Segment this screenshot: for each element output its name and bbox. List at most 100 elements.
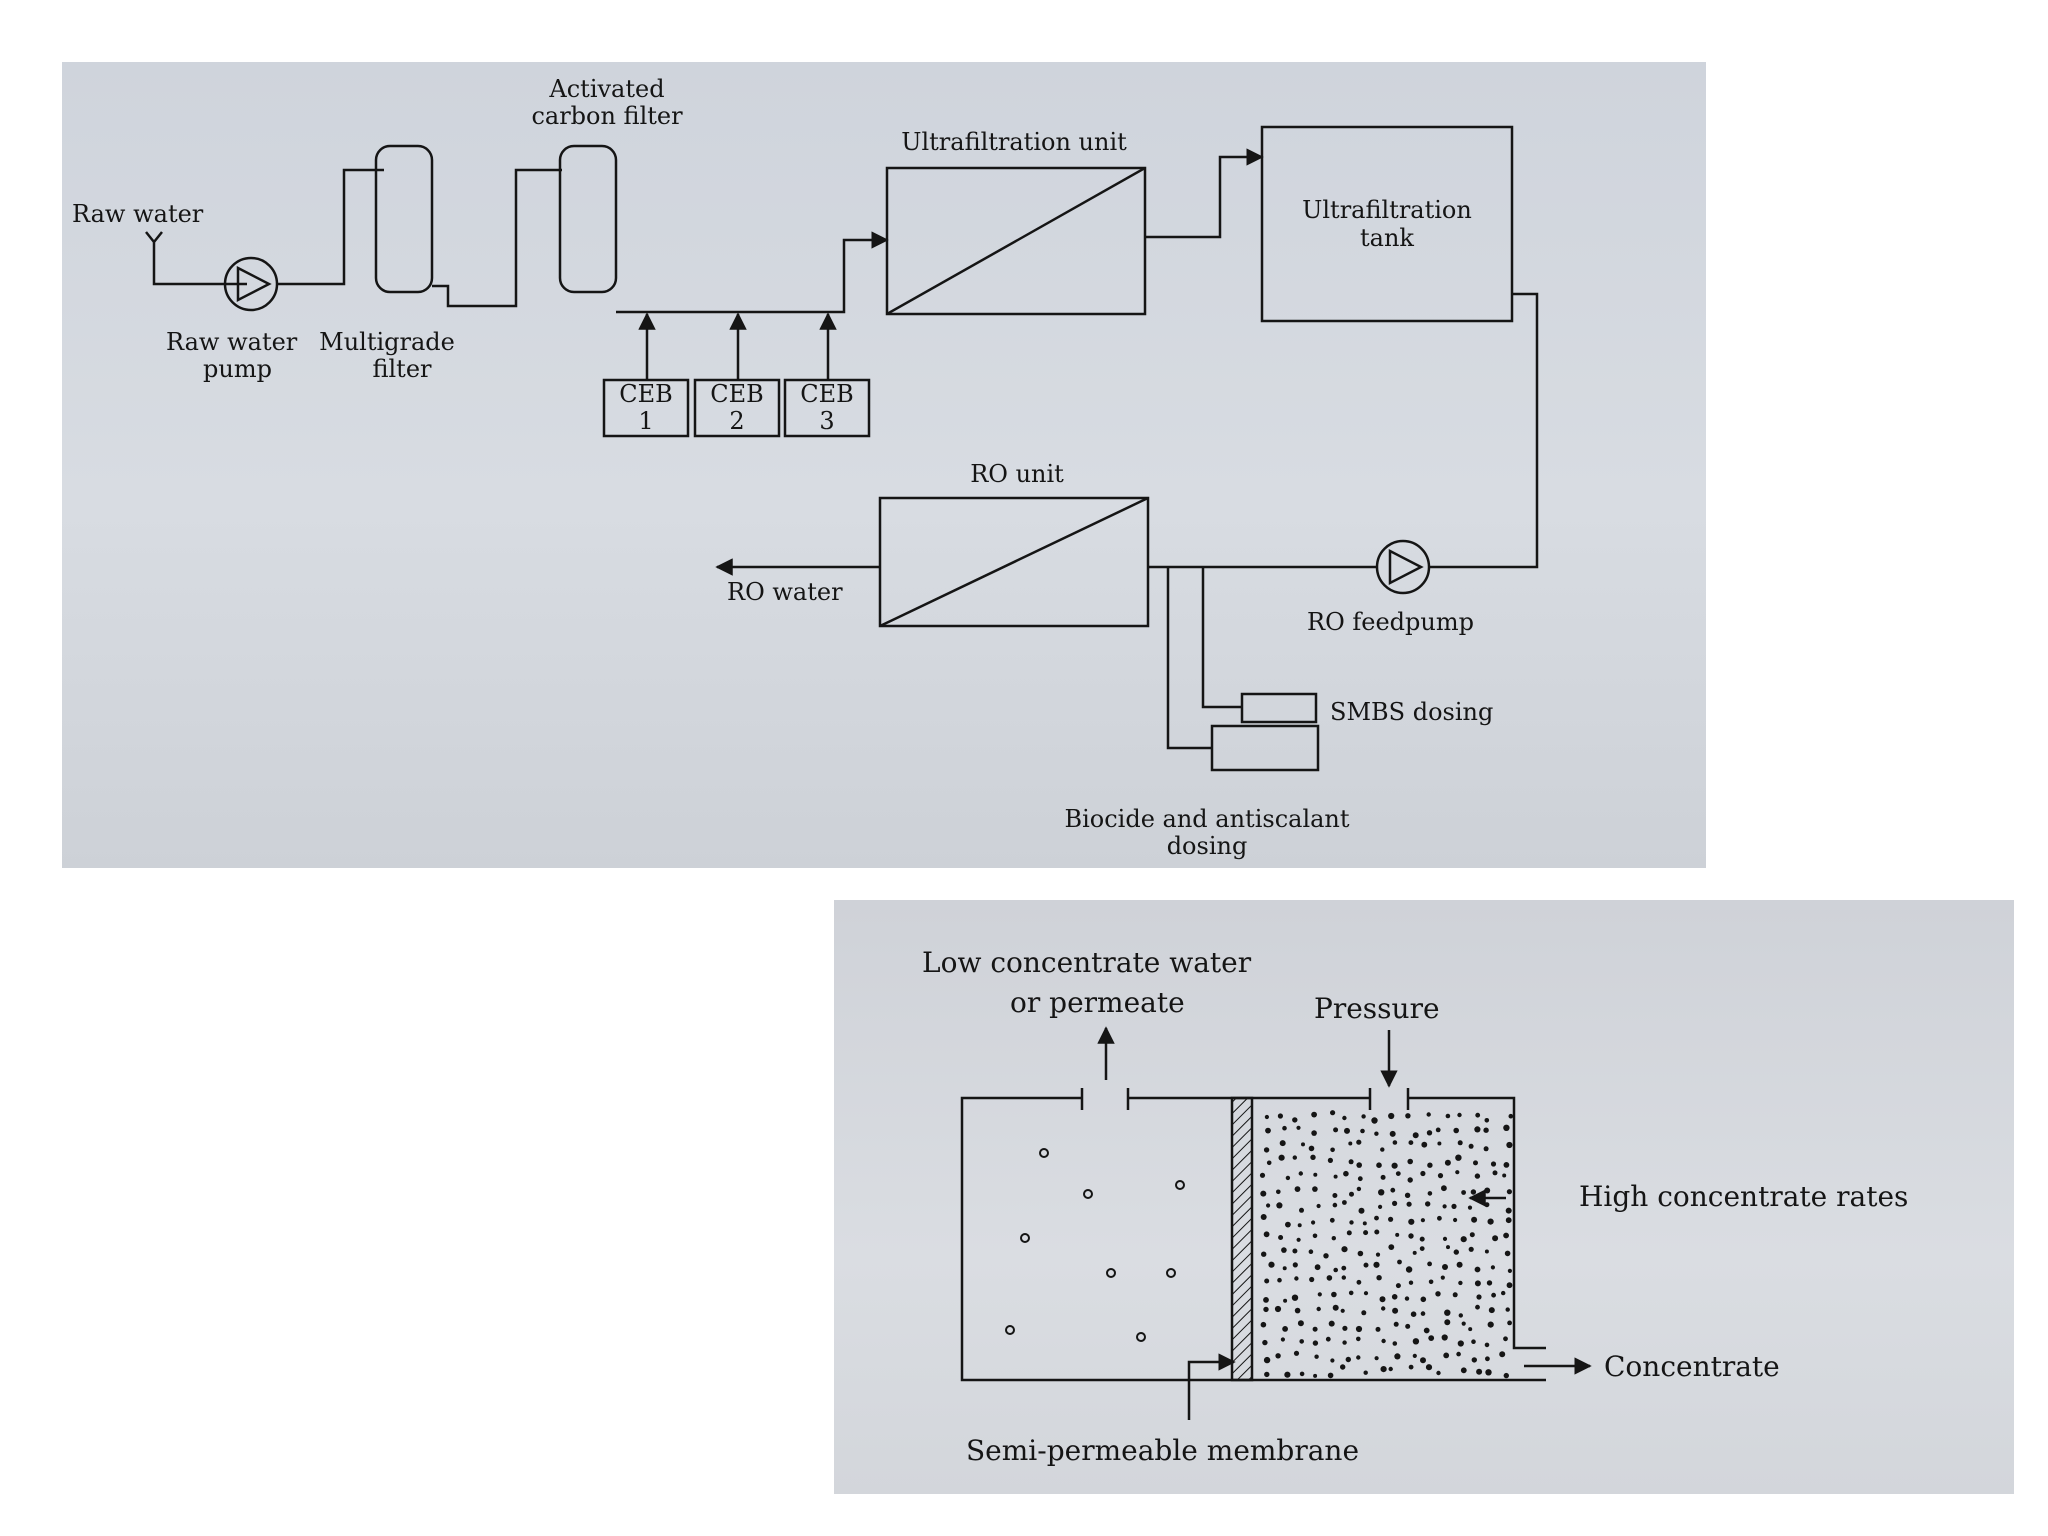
concentrate-dot — [1343, 1170, 1349, 1177]
concentrate-dot — [1442, 1264, 1448, 1270]
concentrate-dot — [1444, 1319, 1451, 1326]
concentrate-dot — [1331, 1236, 1336, 1241]
concentrate-dot — [1328, 1320, 1335, 1327]
concentrate-dot — [1333, 1127, 1339, 1133]
multigrade-filter-vessel — [374, 144, 434, 294]
concentrate-dot — [1285, 1175, 1291, 1181]
concentrate-dot — [1268, 1261, 1275, 1268]
concentrate-dot — [1453, 1127, 1459, 1134]
concentrate-dot — [1292, 1262, 1298, 1268]
concentrate-dot — [1391, 1162, 1398, 1169]
concentrate-dot — [1446, 1245, 1450, 1250]
concentrate-dot — [1408, 1364, 1414, 1370]
concentrate-dot — [1282, 1266, 1287, 1271]
concentrate-dot — [1313, 1172, 1318, 1177]
concentrate-dot — [1435, 1127, 1441, 1133]
concentrate-dot — [1325, 1336, 1331, 1342]
concentrate-dot — [1363, 1370, 1368, 1375]
concentrate-dot — [1312, 1186, 1318, 1192]
label-biocide-dosing-1: Biocide and antiscalant — [1064, 805, 1349, 833]
concentrate-dot — [1392, 1307, 1399, 1314]
concentrate-dot — [1483, 1127, 1489, 1133]
concentrate-dot — [1507, 1268, 1512, 1273]
concentrate-dot — [1503, 1232, 1509, 1239]
concentrate-dot — [1363, 1230, 1369, 1236]
concentrate-dot — [1407, 1177, 1413, 1183]
concentrate-dot — [1264, 1278, 1270, 1284]
concentrate-dot — [1265, 1127, 1271, 1134]
concentrate-dot — [1298, 1171, 1303, 1176]
concentrate-dot — [1484, 1187, 1491, 1194]
label-ceb-2-num: 2 — [729, 407, 744, 435]
concentrate-dot — [1326, 1275, 1333, 1281]
concentrate-dot — [1490, 1265, 1495, 1270]
concentrate-dot — [1476, 1368, 1483, 1375]
label-ro-unit: RO unit — [970, 460, 1064, 488]
concentrate-particles — [1259, 1110, 1514, 1379]
label-ro-feedpump: RO feedpump — [1307, 608, 1474, 636]
ultrafiltration-unit-box — [885, 166, 1147, 316]
label-ceb-3-top: CEB — [800, 380, 854, 408]
concentrate-dot — [1444, 1309, 1451, 1316]
concentrate-dot — [1392, 1200, 1398, 1206]
concentrate-dot — [1331, 1291, 1337, 1298]
concentrate-dot — [1395, 1171, 1401, 1176]
concentrate-dot — [1483, 1146, 1489, 1152]
concentrate-dot — [1468, 1246, 1474, 1252]
concentrate-dot — [1260, 1321, 1267, 1328]
concentrate-dot — [1388, 1112, 1395, 1120]
concentrate-dot — [1274, 1305, 1282, 1313]
ro-flow-diagram-panel: Raw water Raw water pump Multigrade filt… — [62, 62, 1706, 868]
concentrate-dot — [1405, 1323, 1411, 1329]
concentrate-dot — [1426, 1130, 1433, 1136]
concentrate-dot — [1278, 1154, 1285, 1161]
concentrate-dot — [1333, 1174, 1338, 1179]
concentrate-dot — [1316, 1306, 1321, 1312]
concentrate-dot — [1330, 1147, 1335, 1153]
concentrate-dot — [1491, 1292, 1496, 1298]
concentrate-dot — [1503, 1336, 1508, 1342]
label-raw-water-pump-2: pump — [203, 355, 272, 383]
concentrate-dot — [1297, 1320, 1304, 1327]
concentrate-dot — [1264, 1114, 1269, 1120]
concentrate-dot — [1345, 1356, 1351, 1363]
concentrate-dot — [1330, 1358, 1335, 1363]
concentrate-dot — [1276, 1189, 1281, 1195]
concentrate-dot — [1419, 1246, 1425, 1251]
concentrate-dot — [1484, 1342, 1490, 1348]
concentrate-dot — [1420, 1218, 1425, 1223]
concentrate-dot — [1408, 1218, 1415, 1225]
concentrate-dot — [1342, 1115, 1347, 1121]
concentrate-dot — [1419, 1236, 1425, 1242]
label-ultrafiltration-unit: Ultrafiltration unit — [901, 128, 1127, 156]
concentrate-dot — [1458, 1280, 1463, 1286]
concentrate-dot — [1407, 1158, 1413, 1165]
concentrate-dot — [1476, 1294, 1482, 1300]
concentrate-dot — [1342, 1340, 1347, 1345]
concentrate-dot — [1341, 1275, 1346, 1280]
concentrate-dot — [1317, 1292, 1322, 1297]
concentrate-dot — [1458, 1313, 1463, 1318]
label-ro-water: RO water — [727, 578, 843, 606]
concentrate-dot — [1371, 1117, 1378, 1124]
concentrate-dot — [1311, 1220, 1316, 1225]
concentrate-dot — [1456, 1351, 1461, 1357]
concentrate-dot — [1297, 1223, 1302, 1228]
concentrate-dot — [1312, 1326, 1318, 1332]
concentrate-dot — [1506, 1189, 1512, 1195]
concentrate-dot — [1490, 1161, 1497, 1167]
concentrate-dot — [1501, 1290, 1506, 1296]
ro-membrane-diagram: Low concentrate water or permeate Pressu… — [922, 946, 1908, 1467]
concentrate-dot — [1404, 1192, 1411, 1198]
concentrate-dot — [1408, 1140, 1414, 1145]
concentrate-dot — [1485, 1369, 1492, 1376]
concentrate-dot — [1282, 1125, 1287, 1131]
concentrate-dot — [1503, 1124, 1510, 1131]
label-ceb-1-top: CEB — [619, 380, 673, 408]
concentrate-dot — [1471, 1357, 1477, 1363]
concentrate-dot — [1456, 1261, 1463, 1268]
concentrate-dot — [1503, 1162, 1510, 1168]
concentrate-dot — [1260, 1190, 1267, 1197]
concentrate-dot — [1277, 1113, 1283, 1119]
concentrate-dot — [1296, 1125, 1301, 1130]
